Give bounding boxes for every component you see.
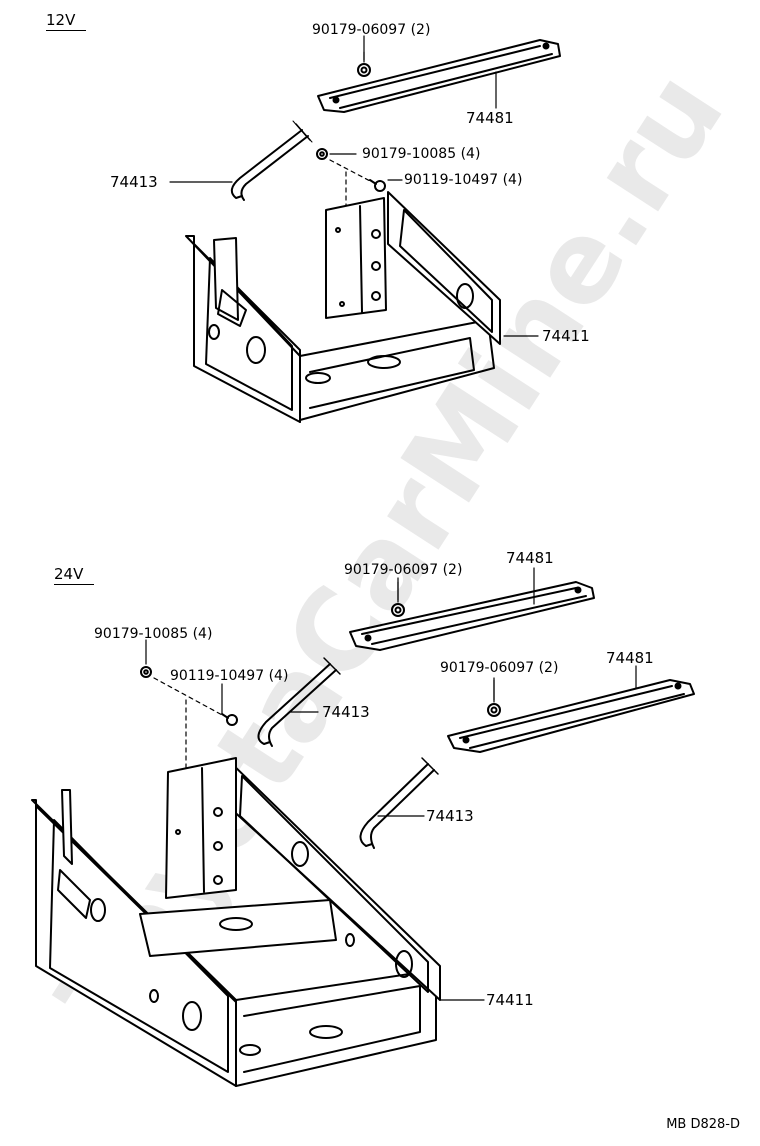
part-label-74411-12v: 74411: [542, 327, 590, 345]
hold-down-bolt-12v: [230, 120, 313, 201]
part-label-74413-24v-upper: 74413: [322, 703, 370, 721]
section-24v-label: 24V: [54, 565, 84, 583]
hold-down-clamp-12v: [317, 39, 561, 113]
hold-down-clamp-24v-lower: [447, 679, 695, 753]
battery-tray-12v: [185, 191, 501, 423]
hold-down-bolt-24v-upper: [257, 657, 341, 747]
part-label-74481-24v-upper: 74481: [506, 549, 554, 567]
part-label-90179-10085-24v: 90179-10085 (4): [94, 626, 213, 642]
part-label-74413-12v: 74413: [110, 173, 158, 191]
part-label-90119-10497-24v: 90119-10497 (4): [170, 668, 289, 684]
small-nut-10085-12v: [316, 148, 328, 160]
part-label-74481-12v: 74481: [466, 109, 514, 127]
section-12v-underline: [46, 30, 86, 31]
screw-10497-24v: [221, 713, 238, 726]
part-label-90119-10497-12v: 90119-10497 (4): [404, 172, 523, 188]
part-label-90179-06097-24v-upper: 90179-06097 (2): [344, 562, 463, 578]
part-label-90179-10085-12v: 90179-10085 (4): [362, 146, 481, 162]
hold-down-clamp-24v-upper: [349, 581, 595, 651]
diagram-code: MB D828-D: [666, 1117, 740, 1132]
part-label-90179-06097-24v-lower: 90179-06097 (2): [440, 660, 559, 676]
part-label-74481-24v-lower: 74481: [606, 649, 654, 667]
section-12v-label: 12V: [46, 11, 76, 29]
section-24v-header: 24V: [54, 566, 94, 585]
section-12v-header: 12V: [46, 12, 86, 31]
part-label-74413-24v-lower: 74413: [426, 807, 474, 825]
part-label-74411-24v: 74411: [486, 991, 534, 1009]
battery-tray-24v: [31, 757, 441, 1087]
section-24v-underline: [54, 584, 94, 585]
part-label-90179-06097-12v: 90179-06097 (2): [312, 22, 431, 38]
small-nut-10085-24v: [140, 666, 152, 678]
hold-down-bolt-24v-lower: [359, 757, 439, 849]
screw-10497-12v: [369, 179, 386, 192]
